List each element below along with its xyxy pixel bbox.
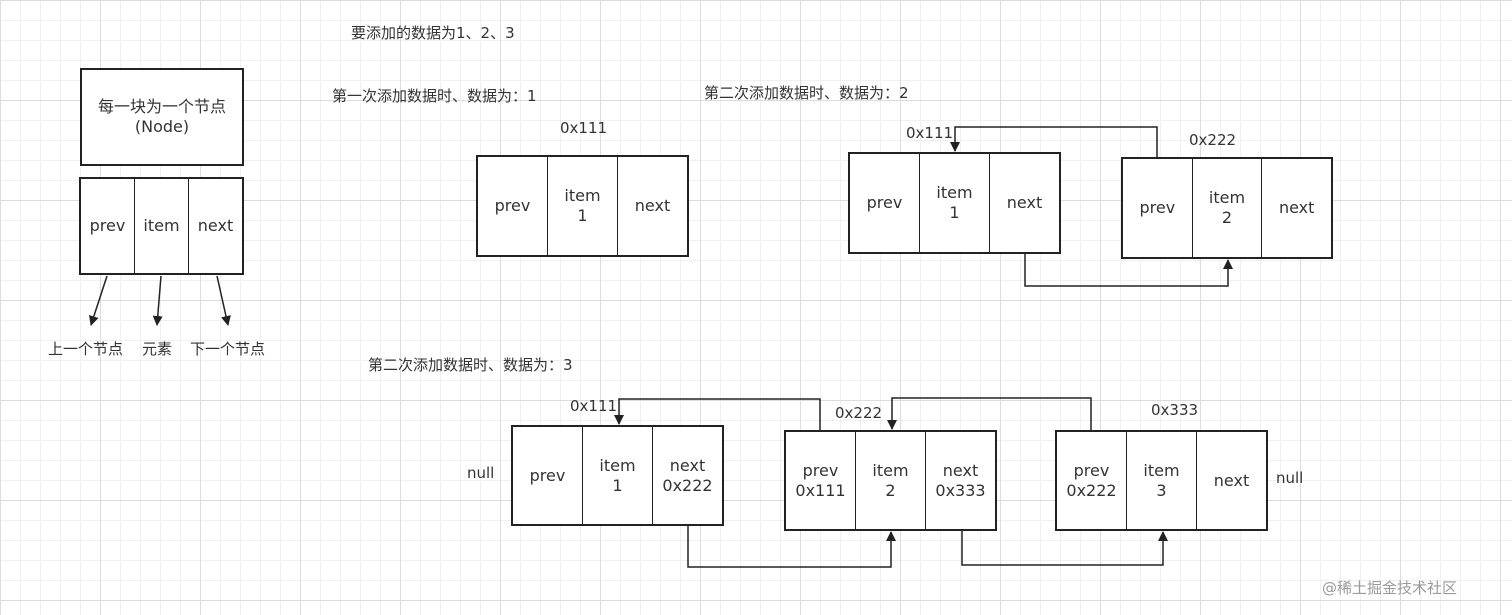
step2-node1-prev: prev xyxy=(850,154,920,252)
step2-title: 第二次添加数据时、数据为：2 xyxy=(704,84,909,102)
step1-address: 0x111 xyxy=(560,119,608,137)
step3-node1-item: item 1 xyxy=(583,427,653,524)
null-right-label: null xyxy=(1276,469,1304,487)
step2-node2-next: next xyxy=(1278,198,1315,217)
step1-prev-cell: prev xyxy=(478,157,548,255)
legend-prev-arrow xyxy=(89,275,108,326)
step3-node1-next: next 0x222 xyxy=(662,455,713,495)
step3-node2-next: next 0x333 xyxy=(935,460,986,500)
legend-next-cell: next xyxy=(197,216,234,235)
step1-item-cell: item 1 xyxy=(548,157,618,255)
step1-next-cell: next xyxy=(634,196,671,215)
step3-node1-prev: prev xyxy=(513,427,583,524)
step2-address-2: 0x222 xyxy=(1189,131,1237,149)
step3-node-2: prev 0x111 item 2 next 0x333 xyxy=(784,430,997,531)
step3-next-link-arrow-1 xyxy=(687,526,896,568)
step3-address-1: 0x111 xyxy=(570,397,618,415)
step2-next-link-arrow xyxy=(1024,254,1233,287)
step3-title: 第二次添加数据时、数据为：3 xyxy=(368,356,573,374)
step2-prev-link-arrow xyxy=(950,126,1158,157)
step1-title: 第一次添加数据时、数据为：1 xyxy=(332,87,537,105)
legend-prev-cell: prev xyxy=(81,179,135,273)
step3-node-3: prev 0x222 item 3 next xyxy=(1055,430,1268,531)
step3-address-2: 0x222 xyxy=(835,404,883,422)
step2-node-1: prev item 1 next xyxy=(848,152,1061,254)
step2-node1-next: next xyxy=(1006,193,1043,212)
legend-item-arrow xyxy=(152,275,163,326)
step3-prev-link-arrow-2 xyxy=(887,397,1092,430)
page-title: 要添加的数据为1、2、3 xyxy=(351,24,515,42)
step3-node3-item: item 3 xyxy=(1127,432,1197,529)
step3-next-link-arrow-2 xyxy=(961,531,1168,566)
watermark: @稀土掘金技术社区 xyxy=(1322,579,1458,597)
step3-node2-item: item 2 xyxy=(856,432,926,529)
step1-node: prev item 1 next xyxy=(476,155,689,257)
step2-node-2: prev item 2 next xyxy=(1121,157,1333,259)
step2-node2-item: item 2 xyxy=(1193,159,1263,257)
step3-node2-prev: prev 0x111 xyxy=(786,432,856,529)
legend-prev-label: 上一个节点 xyxy=(48,340,124,358)
step3-node3-prev: prev 0x222 xyxy=(1057,432,1127,529)
legend-node: prev item next xyxy=(79,177,244,275)
legend-item-label: 元素 xyxy=(142,340,173,358)
legend-node-box: 每一块为一个节点 (Node) xyxy=(80,68,244,166)
step2-node2-prev: prev xyxy=(1123,159,1193,257)
step3-address-3: 0x333 xyxy=(1151,401,1199,419)
step2-address-1: 0x111 xyxy=(906,124,954,142)
null-left-label: null xyxy=(467,464,495,482)
legend-next-label: 下一个节点 xyxy=(190,340,266,358)
legend-item-cell: item xyxy=(135,179,189,273)
step2-node1-item: item 1 xyxy=(920,154,990,252)
step3-prev-link-arrow-1 xyxy=(614,398,821,430)
step3-node3-next: next xyxy=(1213,470,1250,490)
step3-node-1: prev item 1 next 0x222 xyxy=(511,425,724,526)
legend-next-arrow xyxy=(216,275,231,326)
